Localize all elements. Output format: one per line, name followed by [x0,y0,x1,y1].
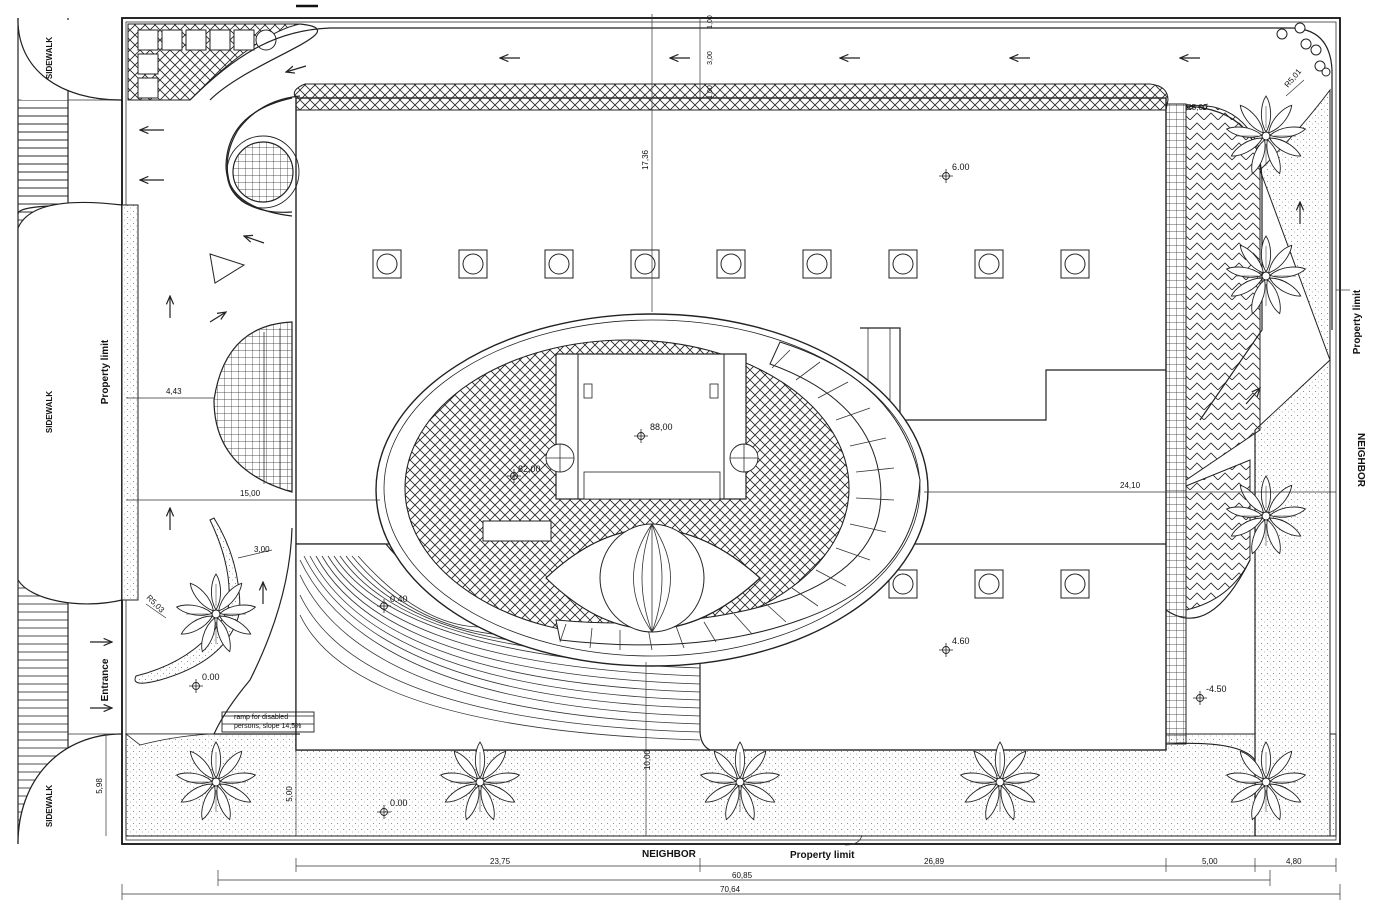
dim-bottom-strip: 5,00 [285,786,294,802]
traffic-arrows [90,58,1300,708]
dim-total-outer: 70,64 [720,885,741,894]
dim-vertical-main: 17,36 [641,149,650,170]
dim-top-2: 3,00 [707,51,714,65]
text-labels: SIDEWALK SIDEWALK SIDEWALK Property limi… [45,15,1366,894]
dim-right-to-ellipse: 24,10 [1120,481,1141,490]
left-planters [134,97,315,735]
sidewalk-area [17,17,123,845]
sidewalk-label-middle: SIDEWALK [45,391,54,433]
sidewalk-label-top: SIDEWALK [45,37,54,79]
left-planting-strip [121,204,139,601]
level-garden-bottom: 0.00 [390,798,408,808]
dim-bottom-d: 4,80 [1286,857,1302,866]
dim-left-offset: 4,43 [166,387,182,396]
ramp-label-2: persons, slope 14,5% [234,723,301,730]
entrance-label: Entrance [100,658,111,701]
neighbor-label-right: NEIGHBOR [1355,433,1366,488]
dim-radius-right-1: R5,00 [1186,103,1208,112]
right-ramp [1165,104,1263,836]
dim-radius-right-2: R5,01 [1283,67,1304,90]
dim-top-3: 1,00 [707,85,714,99]
dimension-lines [105,14,1350,900]
property-limit-right: Property limit [1352,289,1363,354]
property-limit-left: Property limit [100,339,111,404]
level-garden-left: 0.00 [202,672,220,682]
neighbor-label-bottom: NEIGHBOR [642,849,697,860]
dim-radius-left: R5,03 [145,593,167,615]
dim-bottom-a: 23,75 [490,857,511,866]
level-tower: 88,00 [650,422,673,432]
ellipse-tower [375,313,929,667]
ramp-label-1: ramp for disabled [234,714,288,721]
level-roof-top: 6.00 [952,162,970,172]
level-tower-side: 82,00 [518,464,541,474]
dim-total-inner: 60,85 [732,871,753,880]
dim-bottom-b: 26,89 [924,857,945,866]
dim-planter-width: 3,00 [254,545,270,554]
level-roof-bottom: 4.60 [952,636,970,646]
level-basement: -4.50 [1206,684,1227,694]
dim-left-strip: 5,98 [95,778,104,794]
level-terrace: 0.40 [390,594,408,604]
dim-bottom-c: 5,00 [1202,857,1218,866]
sidewalk-label-bottom: SIDEWALK [45,785,54,827]
shrubs [1276,22,1331,77]
dim-left-to-ellipse: 15,00 [240,489,261,498]
dim-top-1: 1,00 [707,15,714,29]
right-planting-strip [1254,88,1331,837]
dim-bottom-vertical: 10,00 [643,749,652,770]
top-left-planter [127,23,301,101]
property-limit-bottom: Property limit [790,850,855,861]
